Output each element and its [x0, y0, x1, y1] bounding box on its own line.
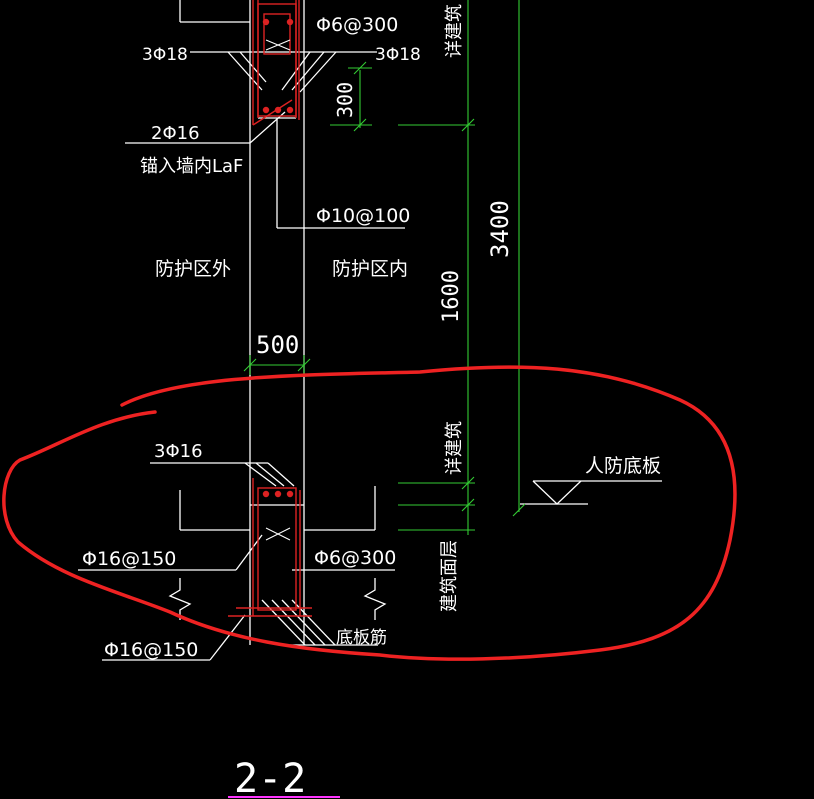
stirrup-top-label: Φ6@300 [316, 14, 398, 36]
dimension-3400: 3400 [486, 200, 514, 258]
rebar-3phi18-right-label: 3Φ18 [375, 45, 421, 65]
rebar-phi16-bottom-label: Φ16@150 [104, 639, 198, 661]
highlight-loop [2, 365, 737, 661]
dimension-1600: 1600 [439, 270, 464, 323]
rebar-phi16-left-label: Φ16@150 [82, 548, 176, 570]
stirrup-bottom-label: Φ6@300 [314, 547, 396, 569]
dimension-300: 300 [333, 82, 357, 118]
anchor-note-label: 锚入墙内LaF [140, 156, 243, 177]
see-arch-mid-label: 详建筑 [444, 421, 465, 475]
dimension-500: 500 [256, 331, 299, 359]
rebar-3phi16-label: 3Φ16 [154, 441, 203, 462]
wall-rebar-label: Φ10@100 [316, 205, 410, 227]
section-title: 2-2 [234, 756, 306, 799]
inside-zone-label: 防护区内 [332, 258, 408, 280]
see-arch-top-label: 详建筑 [444, 4, 465, 58]
civil-defense-slab-label: 人防底板 [585, 455, 661, 477]
dimension-lines [243, 0, 526, 535]
rebar-annotations [265, 39, 291, 541]
floor-rebar-label: 底板筋 [336, 628, 387, 648]
rebar-3phi18-left-label: 3Φ18 [142, 45, 188, 65]
rebar-lines [228, 0, 312, 617]
arch-layer-label: 建筑面层 [439, 540, 460, 612]
outside-zone-label: 防护区外 [155, 258, 231, 280]
rebar-2phi16-label: 2Φ16 [151, 123, 200, 144]
